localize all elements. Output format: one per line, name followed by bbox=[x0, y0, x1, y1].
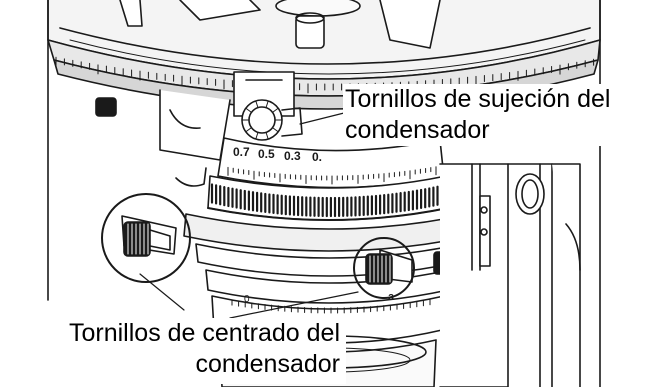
knob-ridge bbox=[245, 107, 252, 113]
centering-screws-label-line1: Tornillos de centrado del bbox=[69, 319, 340, 347]
focus-column bbox=[439, 59, 601, 388]
aperture-mark-1: 0.7 bbox=[233, 145, 250, 159]
holder-mark-0: 0 bbox=[244, 294, 250, 305]
centering-screw-right bbox=[353, 237, 415, 299]
aperture-mark-4: 0. bbox=[312, 150, 322, 164]
knob-ridge bbox=[255, 131, 259, 140]
knob-ridge bbox=[272, 127, 279, 133]
centering-screws-label-line2: condensador bbox=[195, 350, 340, 378]
aperture-mark-3: 0.3 bbox=[284, 149, 301, 163]
clamping-screws-label-line1: Tornillos de sujeción del bbox=[345, 85, 611, 113]
knob-ridge bbox=[245, 127, 252, 133]
knob-ridge bbox=[255, 100, 259, 109]
leader-lines bbox=[139, 111, 359, 319]
knurled-condenser-ring bbox=[207, 175, 451, 221]
aperture-mark-2: 0.5 bbox=[258, 147, 275, 161]
stage-support bbox=[159, 89, 231, 187]
centering-screw-left bbox=[101, 193, 191, 283]
clamping-screw-assembly bbox=[233, 71, 303, 141]
clamping-screws-label: Tornillos de sujeción del condensador bbox=[343, 84, 665, 146]
centering-screws-label: Tornillos de centrado del condensador bbox=[0, 318, 346, 384]
knob-ridge bbox=[272, 107, 279, 113]
clamping-screws-label-line2: condensador bbox=[345, 116, 490, 144]
knob-ridge bbox=[265, 100, 269, 109]
knob-ridge bbox=[265, 131, 269, 140]
